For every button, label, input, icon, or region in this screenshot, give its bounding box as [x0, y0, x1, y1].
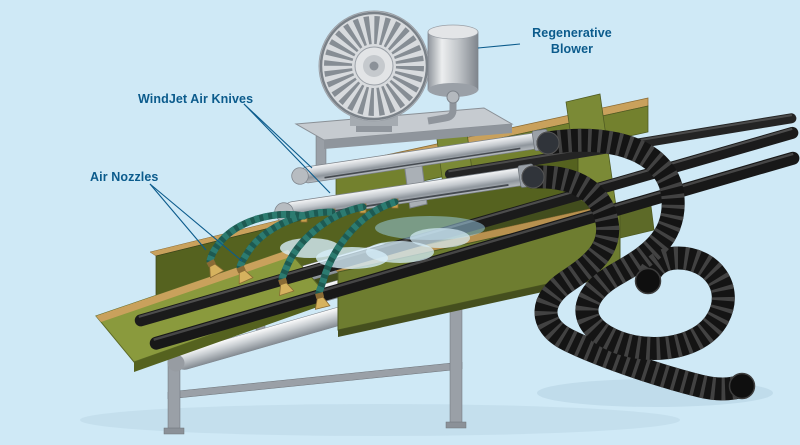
leader-air-knife-1: [243, 103, 313, 169]
brass-nozzle-tips: [206, 259, 331, 310]
air-mist: [280, 216, 485, 269]
regenerative-blower: [318, 10, 430, 132]
air-nozzles: [206, 198, 399, 310]
leader-air-knife-2: [243, 103, 331, 194]
label-air-nozzles: Air Nozzles: [90, 170, 159, 184]
blower-hoses: [521, 128, 756, 401]
leader-nozzle-1: [149, 183, 207, 251]
label-windjet-air-knives: WindJet Air Knives: [138, 92, 254, 106]
leader-blower: [477, 43, 521, 49]
leader-nozzle-2: [149, 183, 243, 262]
blower-canister: [427, 24, 479, 125]
label-regenerative-blower: Regenerative Blower: [532, 26, 612, 56]
leader-lines: [149, 43, 521, 262]
blower-fins: [324, 16, 424, 116]
